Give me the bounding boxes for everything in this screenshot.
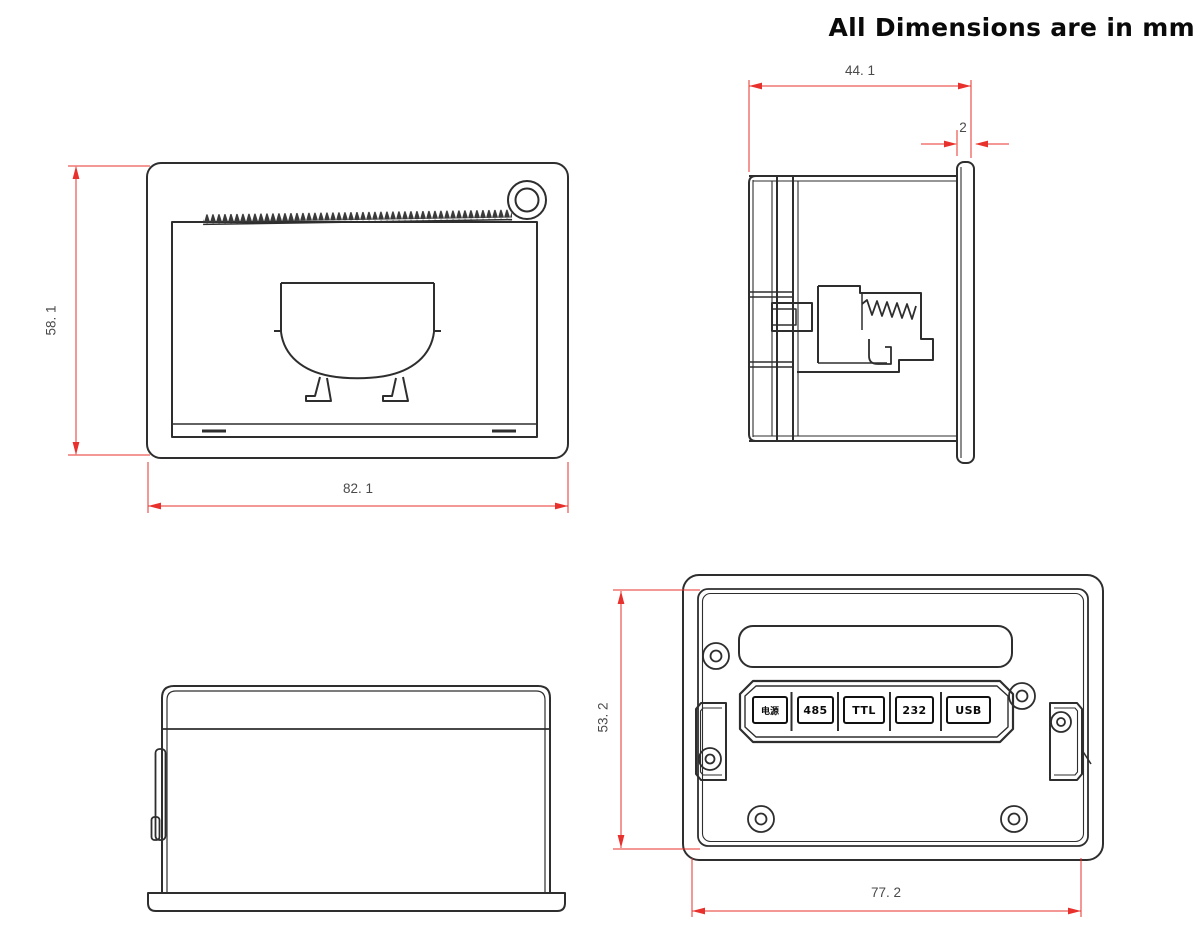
front-height-dim-label: 58. 1 xyxy=(43,305,59,336)
rear-cap-profile xyxy=(748,175,777,442)
screw-hole xyxy=(698,747,722,771)
bezel-thickness-dimension xyxy=(921,130,1009,156)
arrow-right-icon xyxy=(1068,907,1081,915)
connector-block xyxy=(738,679,1015,744)
paper-window-shape xyxy=(274,282,441,402)
front-bezel-outline xyxy=(146,162,569,459)
arrow-right-icon xyxy=(958,82,971,90)
rear-outer-outline xyxy=(682,574,1104,861)
paper-door-outline xyxy=(171,221,538,438)
spring-coil xyxy=(861,299,917,320)
arrow-left-icon xyxy=(749,82,762,90)
sheet-title: All Dimensions are in mm xyxy=(828,13,1195,42)
arrow-left-icon xyxy=(148,502,161,510)
tear-bar-serration xyxy=(202,209,513,226)
vent-slot xyxy=(738,625,1013,668)
front-height-dimension xyxy=(68,165,150,456)
rear-inner-outline xyxy=(697,588,1089,847)
panel-clips xyxy=(695,702,1092,781)
arrow-up-icon xyxy=(72,166,80,179)
right-clip xyxy=(1049,702,1083,781)
left-clip xyxy=(695,702,727,781)
mount-clip-profile xyxy=(771,302,813,332)
arrow-left-icon xyxy=(975,140,988,148)
port-label-usb: USB xyxy=(946,696,991,724)
side-width-dim-label: 44. 1 xyxy=(844,63,876,78)
bezel-thickness-dim-label: 2 xyxy=(959,120,967,135)
arrow-down-icon xyxy=(72,442,80,455)
front-flange-profile xyxy=(956,161,975,464)
screw-hole xyxy=(702,642,730,670)
screw-hole xyxy=(1008,682,1036,710)
side-clip-bump xyxy=(150,816,161,841)
port-label-485: 485 xyxy=(797,696,834,724)
port-label-power: 电源 xyxy=(752,696,788,724)
front-view-drawing xyxy=(68,162,569,513)
bottom-flange xyxy=(147,892,566,912)
arrow-right-icon xyxy=(555,502,568,510)
side-width-dimension xyxy=(748,80,972,172)
latch-mechanism-profile xyxy=(797,285,934,373)
port-label-ttl: TTL xyxy=(843,696,885,724)
arrow-up-icon xyxy=(617,591,625,604)
rear-width-dim-label: 77. 2 xyxy=(870,885,902,900)
side-profile-view-drawing xyxy=(147,685,566,912)
latch-hook xyxy=(868,339,892,365)
side-view-drawing xyxy=(748,80,1009,464)
front-width-dim-label: 82. 1 xyxy=(342,481,374,496)
port-label-232: 232 xyxy=(895,696,934,724)
screw-hole xyxy=(1000,805,1028,833)
front-width-dimension xyxy=(147,462,569,513)
feed-button-outer xyxy=(507,180,547,220)
rear-height-dimension xyxy=(613,589,700,850)
rear-width-dimension xyxy=(691,858,1082,917)
window-leg-right xyxy=(382,376,409,402)
rear-view-drawing xyxy=(613,574,1104,917)
screw-hole xyxy=(1050,711,1072,733)
feed-button-inner xyxy=(514,187,540,213)
arrow-right-icon xyxy=(944,140,957,148)
rear-height-dim-label: 53. 2 xyxy=(595,702,611,733)
window-leg-left xyxy=(305,376,332,402)
screw-hole xyxy=(747,805,775,833)
side-clip-rail xyxy=(154,748,167,841)
body-outline xyxy=(161,685,551,893)
arrow-left-icon xyxy=(692,907,705,915)
clip-snap-mark xyxy=(1081,749,1092,765)
arrow-down-icon xyxy=(617,835,625,848)
